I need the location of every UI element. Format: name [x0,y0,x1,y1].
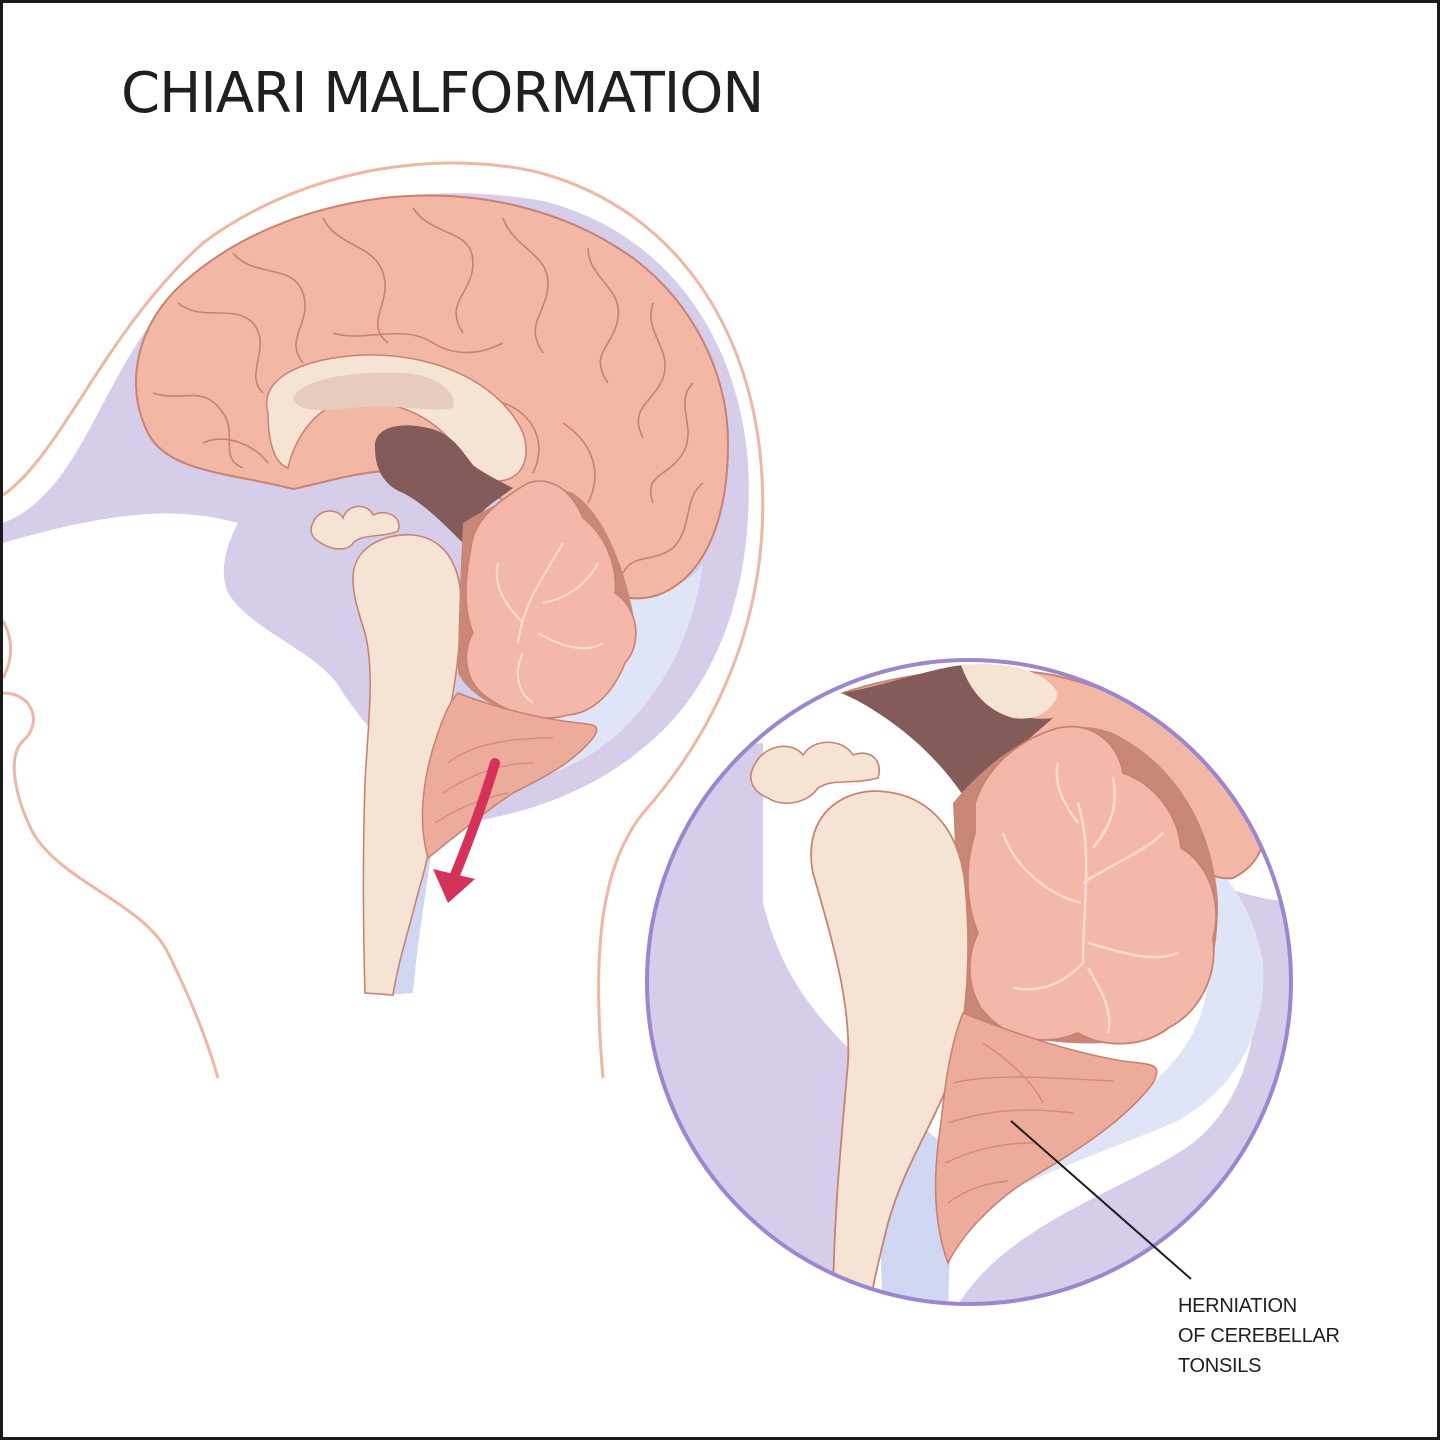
corpus-inner [293,372,454,411]
herniated-tonsils [421,692,598,860]
cerebellum [465,480,637,719]
pituitary-region [310,505,400,550]
head-cross-section [3,161,765,1079]
zoom-circle-border [645,658,1293,1306]
head-outline [3,161,765,1079]
callout-leader-line [1010,1120,1192,1280]
zoom-cerebellum [966,725,1217,1045]
zoom-herniated-tonsils [934,1011,1158,1265]
zoom-detail [645,658,1293,1306]
zoom-arbor-vitae [1001,762,1179,1034]
anatomy-artwork [3,161,1293,1306]
zoom-pituitary [750,741,880,804]
zoom-brainstem [810,790,969,1304]
face-profile [3,620,220,1079]
gyri [152,207,704,574]
zoom-ventricle [843,665,1053,803]
zoom-tonsil-folds [944,1042,1114,1204]
diagram-title: CHIARI MALFORMATION [121,61,764,126]
herniation-callout: HERNIATION OF CEREBELLAR TONSILS [1178,1291,1340,1381]
ventricle [374,425,513,543]
callout-line-2: OF CEREBELLAR [1178,1325,1340,1347]
callout-line-1: HERNIATION [1178,1295,1297,1317]
callout-line-3: TONSILS [1178,1355,1262,1377]
brainstem [352,534,462,996]
zoom-callosum [961,663,1058,719]
herniation-arrow [433,758,500,903]
arbor-vitae [495,542,604,704]
